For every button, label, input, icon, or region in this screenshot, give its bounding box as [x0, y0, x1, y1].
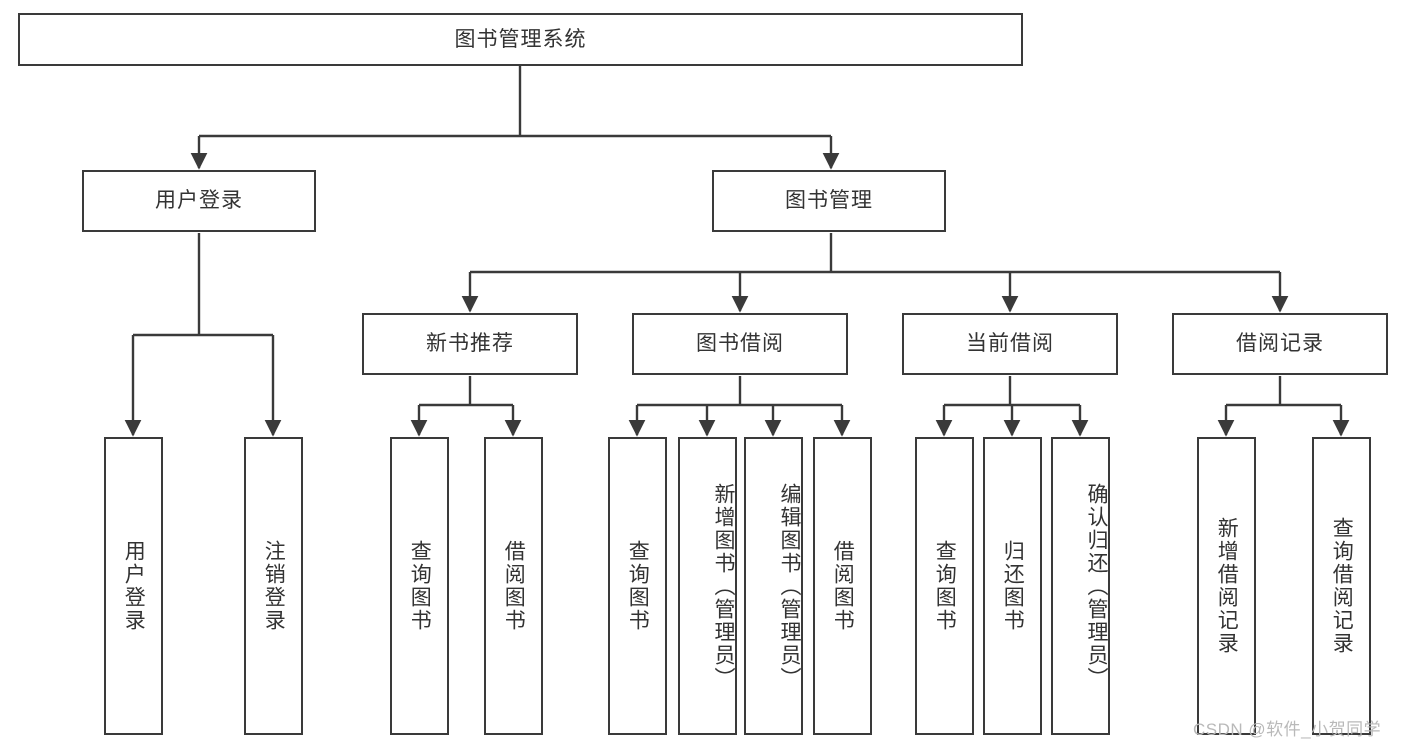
node-book-borrow[interactable]: 图书借阅: [632, 313, 848, 375]
node-current-borrow[interactable]: 当前借阅: [902, 313, 1118, 375]
leaf-new-book-borrow[interactable]: 借阅图书: [484, 437, 543, 735]
leaf-book-borrow-add[interactable]: 新增图书（管理员）: [678, 437, 737, 735]
node-current-borrow-label: 当前借阅: [966, 332, 1054, 356]
leaf-new-book-query[interactable]: 查询图书: [390, 437, 449, 735]
node-book-borrow-label: 图书借阅: [696, 332, 784, 356]
node-book-manage-label: 图书管理: [785, 189, 873, 213]
node-borrow-record[interactable]: 借阅记录: [1172, 313, 1388, 375]
leaf-label: 借阅图书: [502, 540, 526, 632]
leaf-label: 确认归还（管理员）: [1085, 482, 1108, 690]
leaf-label: 编辑图书（管理员）: [778, 482, 801, 690]
node-user-login[interactable]: 用户登录: [82, 170, 316, 232]
leaf-user-login-logout[interactable]: 注销登录: [244, 437, 303, 735]
node-book-manage[interactable]: 图书管理: [712, 170, 946, 232]
leaf-label: 新增借阅记录: [1215, 517, 1239, 655]
node-new-book-recommend[interactable]: 新书推荐: [362, 313, 578, 375]
leaf-current-borrow-query[interactable]: 查询图书: [915, 437, 974, 735]
leaf-label: 用户登录: [122, 540, 146, 632]
node-new-book-recommend-label: 新书推荐: [426, 332, 514, 356]
leaf-label: 查询借阅记录: [1330, 517, 1354, 655]
leaf-label: 新增图书（管理员）: [712, 482, 735, 690]
leaf-user-login-login[interactable]: 用户登录: [104, 437, 163, 735]
leaf-current-borrow-return[interactable]: 归还图书: [983, 437, 1042, 735]
leaf-label: 查询图书: [933, 540, 957, 632]
node-user-login-label: 用户登录: [155, 189, 243, 213]
leaf-book-borrow-query[interactable]: 查询图书: [608, 437, 667, 735]
leaf-borrow-record-add[interactable]: 新增借阅记录: [1197, 437, 1256, 735]
leaf-label: 借阅图书: [831, 540, 855, 632]
leaf-label: 查询图书: [626, 540, 650, 632]
leaf-current-borrow-confirm-return[interactable]: 确认归还（管理员）: [1051, 437, 1110, 735]
watermark: CSDN @软件_小贺同学: [1193, 720, 1382, 739]
leaf-label: 归还图书: [1001, 540, 1025, 632]
leaf-book-borrow-edit[interactable]: 编辑图书（管理员）: [744, 437, 803, 735]
leaf-book-borrow-borrow[interactable]: 借阅图书: [813, 437, 872, 735]
node-borrow-record-label: 借阅记录: [1236, 332, 1324, 356]
node-root-label: 图书管理系统: [454, 27, 587, 51]
node-root[interactable]: 图书管理系统: [18, 13, 1023, 66]
leaf-label: 查询图书: [408, 540, 432, 632]
leaf-borrow-record-query[interactable]: 查询借阅记录: [1312, 437, 1371, 735]
leaf-label: 注销登录: [262, 540, 286, 632]
